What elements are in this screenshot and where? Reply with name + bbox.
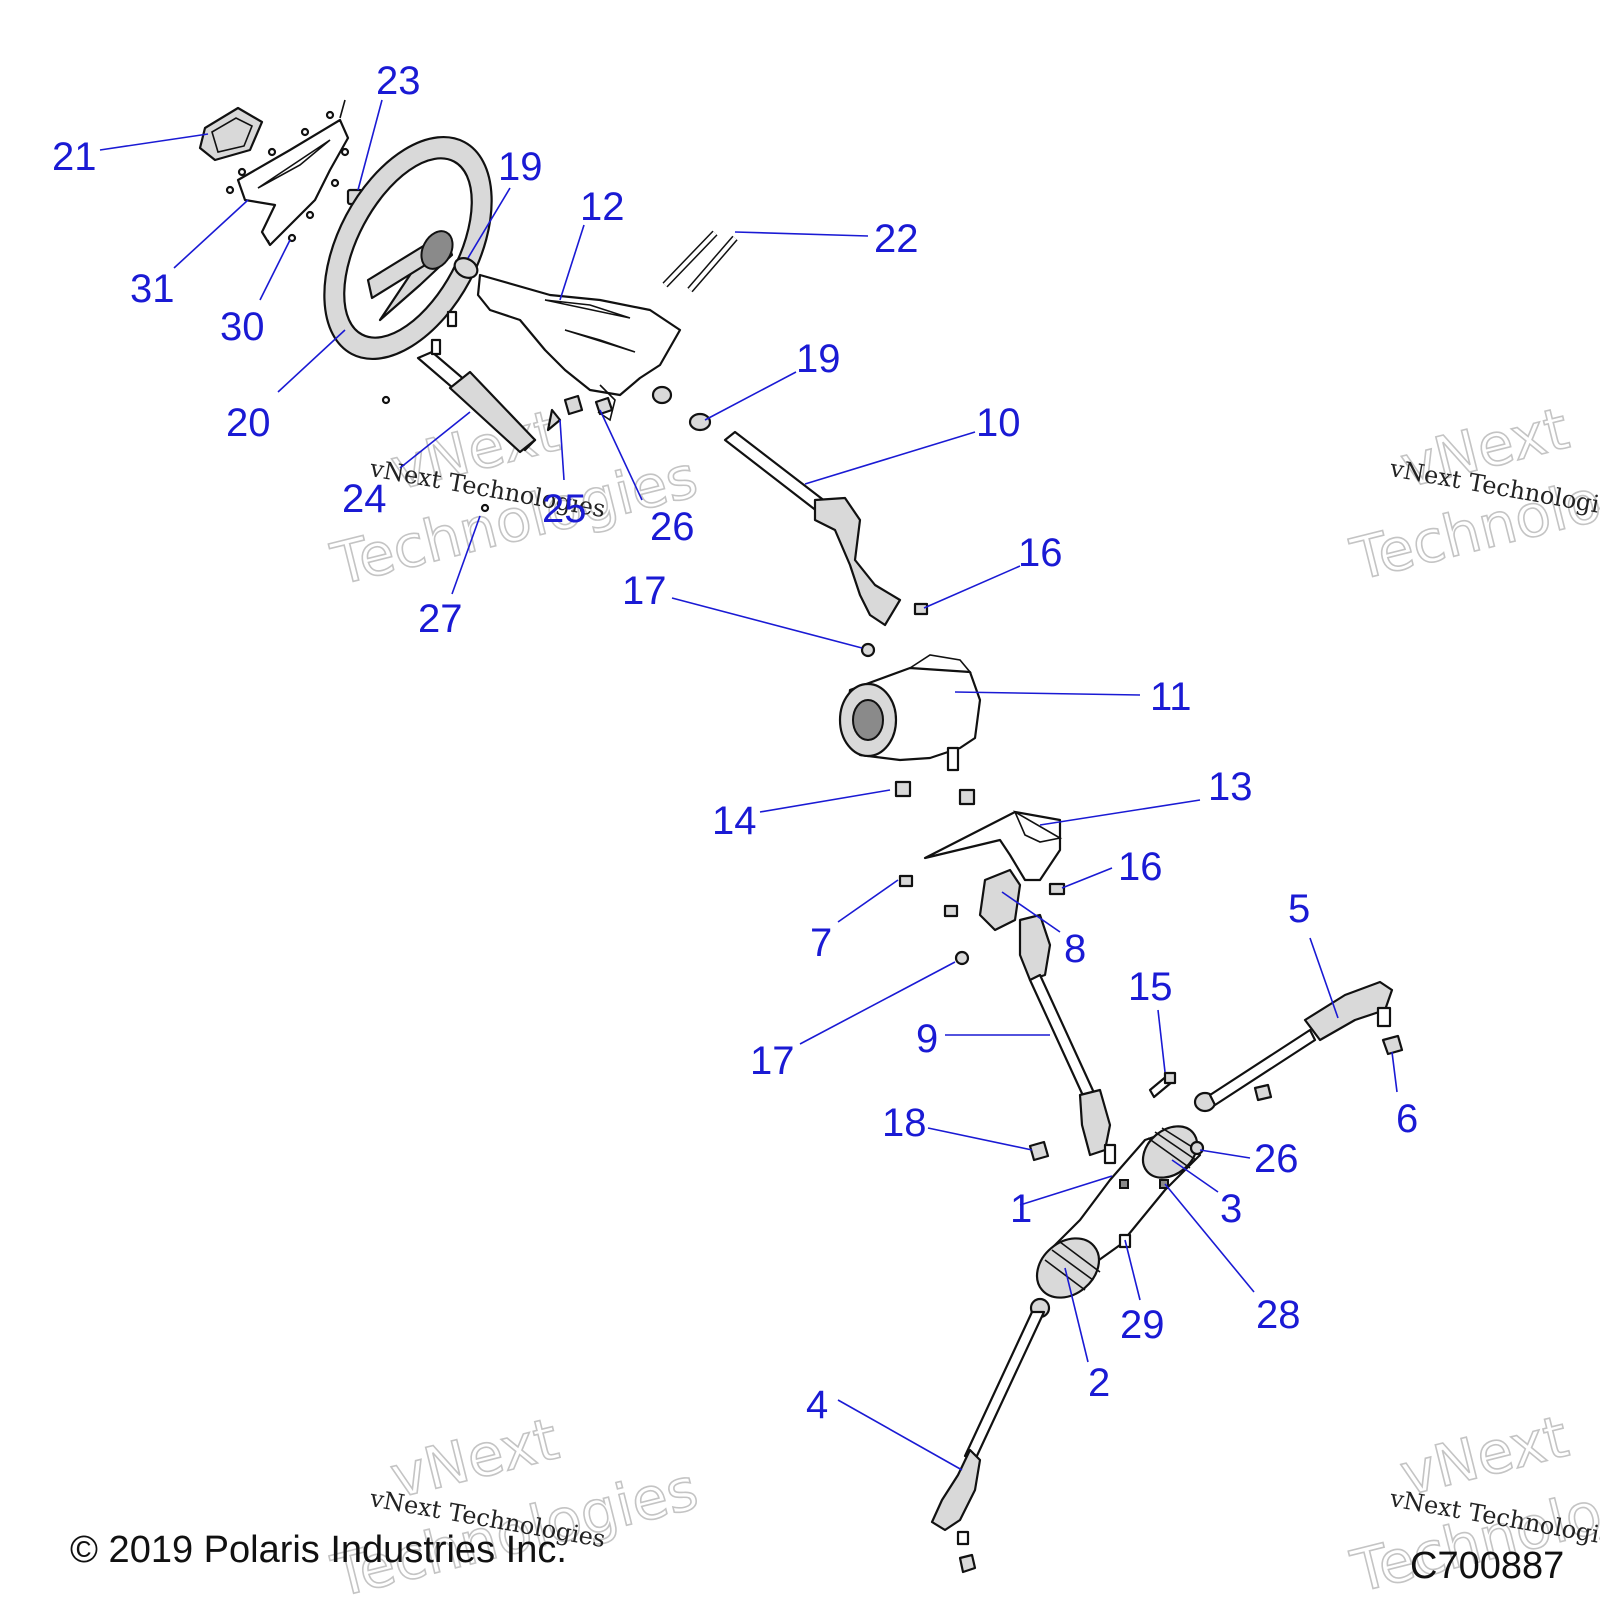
part-mounting-bracket (923, 810, 1063, 882)
part-bushing-upper (453, 257, 479, 279)
callout-17-upper: 17 (622, 569, 667, 613)
callout-numbers: 21 31 30 23 19 12 22 20 19 10 24 25 26 2… (52, 59, 1418, 1427)
callout-8: 8 (1064, 927, 1086, 971)
part-center-cap (198, 106, 264, 162)
callout-15: 15 (1128, 965, 1173, 1009)
callout-17-lower: 17 (750, 1039, 795, 1083)
part-steering-wheel (323, 135, 493, 361)
part-plate-8 (978, 868, 1022, 932)
callout-31: 31 (130, 267, 175, 311)
callout-6: 6 (1396, 1097, 1418, 1141)
leader-lines (99, 99, 1398, 1471)
callout-19-upper: 19 (498, 145, 543, 189)
part-fasteners-upper (381, 310, 614, 513)
callout-28: 28 (1256, 1293, 1301, 1337)
callout-9: 9 (916, 1017, 938, 1061)
part-steering-rack (1035, 1125, 1202, 1299)
part-bolt-16-lower (1048, 882, 1066, 896)
callout-19-lower: 19 (796, 337, 841, 381)
callout-5: 5 (1288, 887, 1310, 931)
drawing-code: C700887 (1410, 1545, 1564, 1587)
callout-27: 27 (418, 597, 463, 641)
callout-14: 14 (712, 799, 757, 843)
callout-1: 1 (1010, 1187, 1032, 1231)
part-bolt-14 (894, 780, 976, 806)
callout-11: 11 (1150, 675, 1192, 719)
callout-20: 20 (226, 401, 271, 445)
callout-3: 3 (1220, 1187, 1242, 1231)
callout-12: 12 (580, 185, 625, 229)
callout-30: 30 (220, 305, 265, 349)
callout-7: 7 (810, 921, 832, 965)
callout-26-lower: 26 (1254, 1137, 1299, 1181)
part-long-bolts (662, 230, 738, 293)
part-nut-17-lower (954, 950, 970, 966)
callout-13: 13 (1208, 765, 1253, 809)
part-upper-steering-shaft (723, 430, 902, 627)
callout-25: 25 (542, 487, 587, 531)
part-small-screws (225, 110, 350, 243)
part-nut-17-upper (860, 642, 876, 658)
copyright-text: © 2019 Polaris Industries Inc. (70, 1529, 567, 1571)
part-gas-strut (416, 350, 537, 454)
part-tie-rod-left (930, 1297, 1051, 1574)
part-nut-6 (1381, 1034, 1404, 1056)
callout-26-upper: 26 (650, 505, 695, 549)
part-nut-26-lower (1189, 1140, 1205, 1156)
part-bushing-lower (651, 385, 712, 432)
callout-18: 18 (882, 1101, 927, 1145)
callout-22: 22 (874, 217, 919, 261)
callout-2: 2 (1088, 1361, 1110, 1405)
part-bolt-16-upper (913, 602, 929, 616)
callout-23: 23 (376, 59, 421, 103)
callout-21: 21 (52, 135, 97, 179)
part-bolt-7 (898, 874, 959, 918)
part-column-bracket (476, 273, 682, 422)
callout-4: 4 (806, 1383, 828, 1427)
callout-16-upper: 16 (1018, 531, 1063, 575)
callout-10: 10 (976, 401, 1021, 445)
callout-16-lower: 16 (1118, 845, 1163, 889)
part-nut-18 (1028, 1083, 1273, 1162)
part-hub-adapter (236, 99, 350, 247)
callout-24: 24 (342, 477, 387, 521)
part-bolt-15 (1148, 1071, 1177, 1099)
part-tie-rod-right (1193, 980, 1394, 1113)
part-eps-unit (838, 654, 982, 772)
callout-29: 29 (1120, 1303, 1165, 1347)
